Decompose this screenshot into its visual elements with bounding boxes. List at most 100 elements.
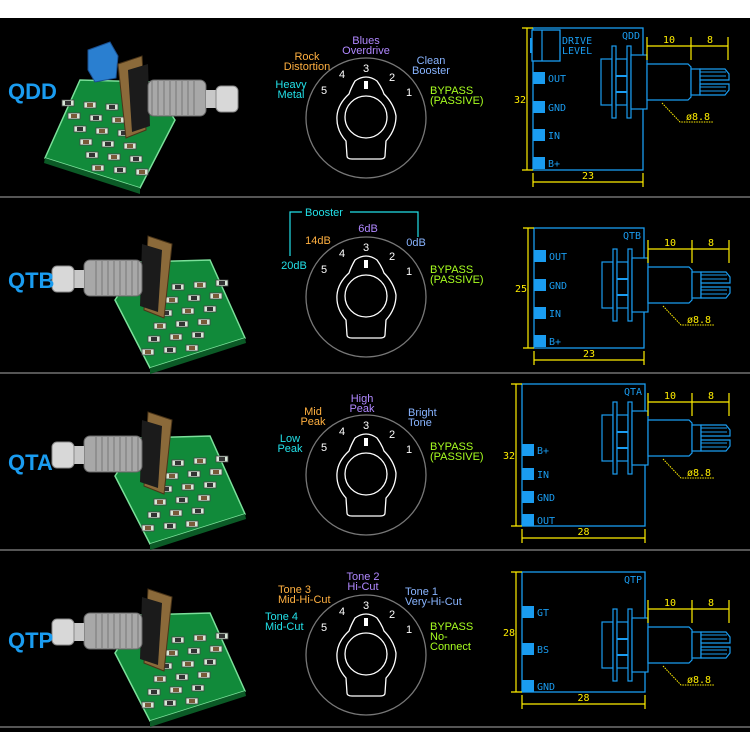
knob-label-upper-right: Booster [412, 65, 450, 77]
knurl-length-label: 8 [708, 598, 714, 609]
dial-position-3: 3 [363, 242, 369, 254]
knob-label-upper-right: Bright [408, 407, 437, 419]
height-dimension-lines [523, 227, 534, 349]
pot-line [617, 294, 628, 296]
knob-indicator [364, 260, 368, 268]
knob-center [344, 452, 388, 496]
pot-shaft [647, 626, 693, 664]
dial-position-2: 2 [389, 251, 395, 263]
diameter-label: ø8.8 [687, 315, 711, 326]
pin-label: GND [537, 493, 555, 504]
smd-component-body [71, 114, 77, 118]
pin-pad [522, 468, 534, 480]
pin-label: BS [537, 645, 549, 656]
smd-component-body [189, 699, 195, 703]
smd-component-body [83, 140, 89, 144]
knurl-length-label: 8 [708, 238, 714, 249]
knurl-length-label: 8 [708, 391, 714, 402]
pot-shaft [647, 419, 693, 457]
smd-component-body [201, 673, 207, 677]
pin-label: OUT [537, 516, 555, 527]
dial-position-3: 3 [363, 600, 369, 612]
pot-collar [616, 414, 629, 462]
model-name: QTB [8, 268, 54, 293]
smd-component-body [175, 285, 181, 289]
section-divider [0, 372, 750, 374]
knob-label-right: No- [430, 631, 448, 643]
knob-label-left: Metal [278, 89, 305, 101]
width-dimension-lines [533, 351, 645, 365]
pin-pad [533, 101, 545, 113]
pin-pad [522, 643, 534, 655]
knob-label-right: BYPASS [430, 264, 473, 276]
knob-indicator [364, 81, 368, 89]
smd-component-body [179, 322, 185, 326]
switch-body [140, 597, 162, 665]
pot-nut [601, 414, 614, 462]
dial-position-5: 5 [321, 442, 327, 454]
pot-knurl [51, 265, 75, 293]
smd-component-body [167, 348, 173, 352]
dial-position-1: 1 [406, 624, 412, 636]
pin-pad [534, 307, 546, 319]
smd-component-body [169, 474, 175, 478]
trimmer-tab [530, 38, 532, 53]
pot-line [617, 278, 628, 280]
pin-pad [533, 157, 545, 169]
pin-label: B+ [548, 159, 560, 170]
pin-pad [533, 129, 545, 141]
height-label: 25 [515, 284, 527, 295]
drive-level-label: DRIVE [562, 36, 592, 47]
smd-component-body [151, 513, 157, 517]
pot-shaft [647, 266, 693, 304]
pin-label: OUT [548, 74, 566, 85]
knob-label-upper-right: Tone 1 [405, 586, 438, 598]
diameter-leader [662, 305, 714, 326]
knob-label-right: (PASSIVE) [430, 95, 484, 107]
knob-indicator [364, 438, 368, 446]
pot-body [631, 257, 649, 313]
knob-indicator [364, 618, 368, 626]
pcb-edge [44, 158, 140, 194]
knob-pointer-outline [336, 433, 397, 517]
smd-component-body [179, 675, 185, 679]
height-dimension-lines [522, 27, 533, 171]
smd-component-body [195, 509, 201, 513]
product-photo [43, 41, 239, 194]
smd-component-body [77, 127, 83, 131]
trimmer-outline [531, 29, 561, 62]
pot-shaft [646, 63, 692, 101]
smd-component-body [93, 116, 99, 120]
diameter-label: ø8.8 [686, 112, 710, 123]
knob-pointer-outline [336, 255, 397, 339]
smd-component-body [195, 686, 201, 690]
booster-bracket [289, 211, 419, 256]
smd-component-body [191, 296, 197, 300]
product-photo [51, 411, 247, 550]
knob-label-upper-left: Rock [294, 51, 320, 63]
dial-position-1: 1 [406, 444, 412, 456]
knob-label-right: Connect [430, 641, 471, 653]
knob-label-left: Heavy [275, 79, 307, 91]
smd-component-body [189, 522, 195, 526]
smd-component-body [201, 320, 207, 324]
knob-label-top: Tone 2 [346, 571, 379, 583]
drive-level-label: LEVEL [562, 46, 592, 57]
pcb-edge [150, 691, 246, 727]
pin-pad [534, 250, 546, 262]
smd-component-body [163, 311, 169, 315]
knob-label-upper-left: Distortion [284, 61, 330, 73]
smd-component-body [99, 129, 105, 133]
width-dimension-lines [532, 173, 644, 187]
pot-bushing [83, 435, 143, 473]
smd-component-body [197, 636, 203, 640]
smd-component-body [191, 472, 197, 476]
smd-component-body [173, 335, 179, 339]
dial-position-3: 3 [363, 420, 369, 432]
smd-component-body [105, 142, 111, 146]
knob-label-right: BYPASS [430, 441, 473, 453]
smd-component-body [219, 281, 225, 285]
switch-body [140, 244, 162, 312]
